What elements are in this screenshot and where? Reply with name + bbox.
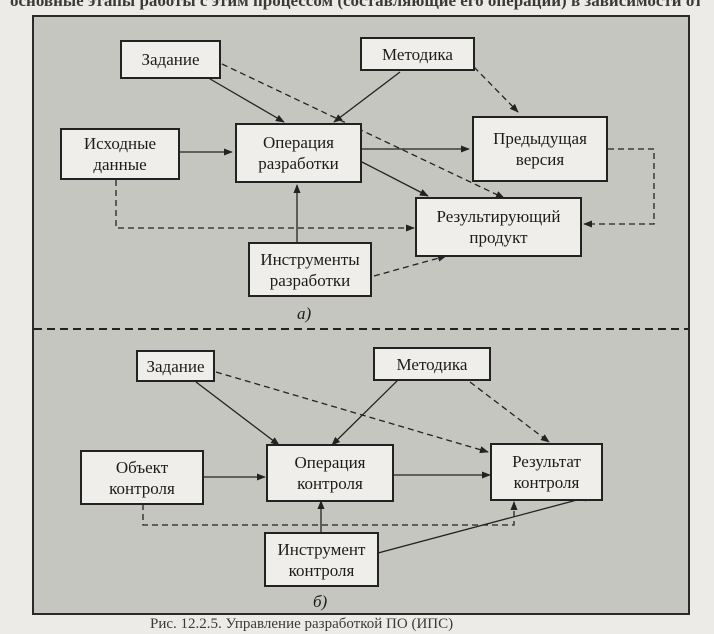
b-link-task-result	[215, 371, 489, 454]
a-box-prev-line2: версия	[515, 150, 565, 169]
a-box-input-line2: данные	[93, 155, 147, 174]
a-box-input-data: Исходные данные	[60, 128, 180, 180]
b-box-op-line1: Операция	[294, 453, 366, 472]
b-box-result-line1: Результат	[512, 452, 581, 471]
a-box-prev-line1: Предыдущая	[493, 129, 587, 148]
b-box-result-line2: контроля	[513, 473, 580, 492]
b-box-object-line2: контроля	[109, 478, 175, 498]
a-link-input-result	[115, 180, 415, 232]
b-box-control-operation: Операция контроля	[266, 444, 394, 502]
a-link-task-op	[204, 75, 285, 123]
a-caption: а)	[297, 304, 312, 323]
b-box-task-label: Задание	[146, 356, 205, 376]
b-link-method-op	[331, 379, 399, 446]
diagram-frame	[32, 15, 690, 615]
a-box-method-label: Методика	[382, 44, 453, 64]
a-link-method-op	[333, 71, 401, 123]
figure-caption-text: Рис. 12.2.5. Управление разработкой ПО (…	[150, 616, 454, 632]
top-text-line: основные этапы работы с этим процессом (…	[10, 0, 700, 10]
a-link-op-result	[361, 161, 429, 197]
a-box-prev-version: Предыдущая версия	[472, 116, 608, 182]
a-box-method: Методика	[360, 37, 475, 71]
a-box-op-line2: разработки	[258, 154, 339, 173]
a-link-prev-result	[583, 148, 655, 228]
a-box-input-line1: Исходные	[83, 134, 157, 153]
b-box-control-object: Объект контроля	[80, 450, 204, 505]
b-box-task: Задание	[136, 350, 215, 382]
b-link-object-result	[142, 501, 518, 526]
a-box-dev-operation: Операция разработки	[235, 123, 362, 183]
b-box-method-label: Методика	[396, 354, 468, 374]
b-link-method-result	[469, 381, 550, 443]
a-box-task-label: Задание	[141, 50, 200, 69]
b-box-object-line1: Объект	[115, 457, 169, 477]
b-link-task-op	[195, 381, 280, 446]
a-box-op-line1: Операция	[263, 133, 334, 152]
b-box-control-tool: Инструмент контроля	[264, 532, 379, 587]
a-link-task-result	[221, 63, 505, 199]
b-box-control-result: Результат контроля	[490, 443, 603, 501]
b-caption: б)	[313, 592, 328, 611]
b-box-tool-line2: контроля	[288, 560, 355, 580]
b-box-tool-line1: Инструмент	[277, 539, 366, 559]
a-box-task: Задание	[120, 40, 221, 79]
a-box-result-line2: продукт	[469, 228, 528, 247]
a-box-dev-tools: Инструменты разработки	[248, 242, 372, 297]
a-link-method-prev	[473, 66, 519, 113]
a-box-tools-line1: Инструменты	[260, 249, 360, 269]
a-link-tools-result	[373, 254, 447, 277]
a-box-result-product: Результирующий продукт	[415, 197, 582, 257]
b-box-op-line2: контроля	[297, 474, 363, 493]
b-box-method: Методика	[373, 347, 491, 381]
a-box-result-line1: Результирующий	[436, 207, 561, 226]
a-box-tools-line2: разработки	[269, 270, 351, 290]
